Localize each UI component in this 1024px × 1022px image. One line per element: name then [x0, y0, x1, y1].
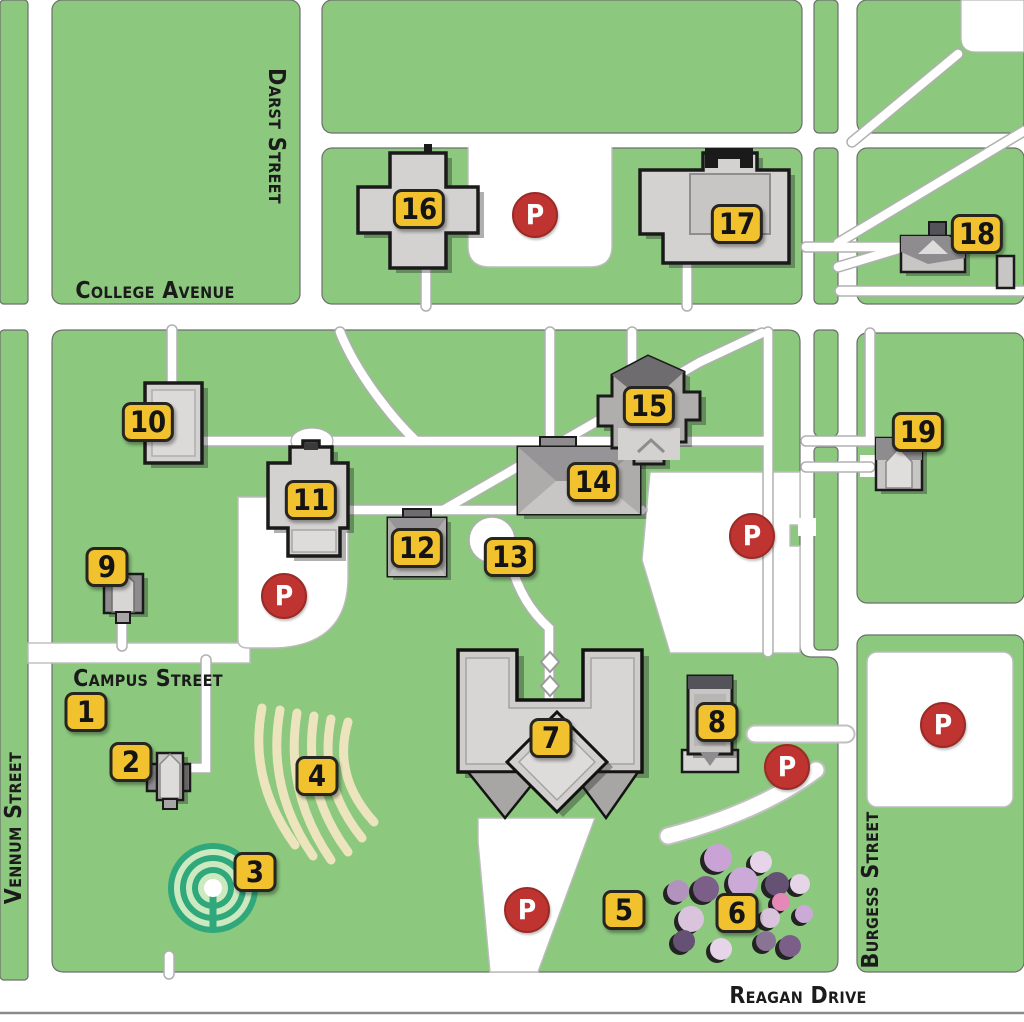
corner-lot [960, 0, 1024, 53]
building-marker-7[interactable]: 7 [529, 718, 573, 758]
building-marker-9[interactable]: 9 [85, 547, 129, 587]
parking-marker-north[interactable]: P [512, 192, 558, 238]
street-label-darst: Darst Street [263, 68, 289, 204]
building-marker-11[interactable]: 11 [284, 480, 338, 520]
building-16-shape [356, 144, 484, 273]
building-marker-15[interactable]: 15 [622, 386, 676, 426]
building-marker-12[interactable]: 12 [390, 528, 444, 568]
building-marker-8[interactable]: 8 [695, 702, 739, 742]
building-marker-6[interactable]: 6 [715, 893, 759, 933]
street-label-vennum: Vennum Street [1, 751, 27, 905]
street-label-college: College Avenue [75, 278, 235, 304]
parking-marker-east[interactable]: P [729, 513, 775, 559]
building-marker-3[interactable]: 3 [233, 852, 277, 892]
parking-lot-east [641, 471, 801, 654]
parking-marker-southeast[interactable]: P [920, 702, 966, 748]
building-marker-17[interactable]: 17 [710, 204, 764, 244]
building-marker-1[interactable]: 1 [64, 692, 108, 732]
building-15-shape [596, 354, 706, 469]
parking-marker-mid-south[interactable]: P [764, 744, 810, 790]
parking-marker-south[interactable]: P [504, 887, 550, 933]
building-marker-19[interactable]: 19 [891, 412, 945, 452]
building-marker-16[interactable]: 16 [392, 189, 446, 229]
walkway-diamonds [539, 650, 561, 698]
building-18-shape [899, 221, 1016, 290]
labyrinth [168, 843, 258, 933]
building-marker-18[interactable]: 18 [950, 214, 1004, 254]
building-2-shape [145, 751, 192, 810]
street-label-burgess: Burgess Street [858, 811, 884, 969]
building-marker-2[interactable]: 2 [109, 742, 153, 782]
building-marker-4[interactable]: 4 [295, 756, 339, 796]
street-label-reagan: Reagan Drive [729, 983, 867, 1009]
building-marker-5[interactable]: 5 [602, 890, 646, 930]
building-marker-13[interactable]: 13 [483, 537, 537, 577]
street-label-campus: Campus Street [73, 666, 223, 692]
building-11-shape [266, 439, 354, 561]
campus-street-road [27, 642, 251, 664]
building-marker-14[interactable]: 14 [566, 462, 620, 502]
building-marker-10[interactable]: 10 [121, 402, 175, 442]
parking-marker-west[interactable]: P [261, 573, 307, 619]
